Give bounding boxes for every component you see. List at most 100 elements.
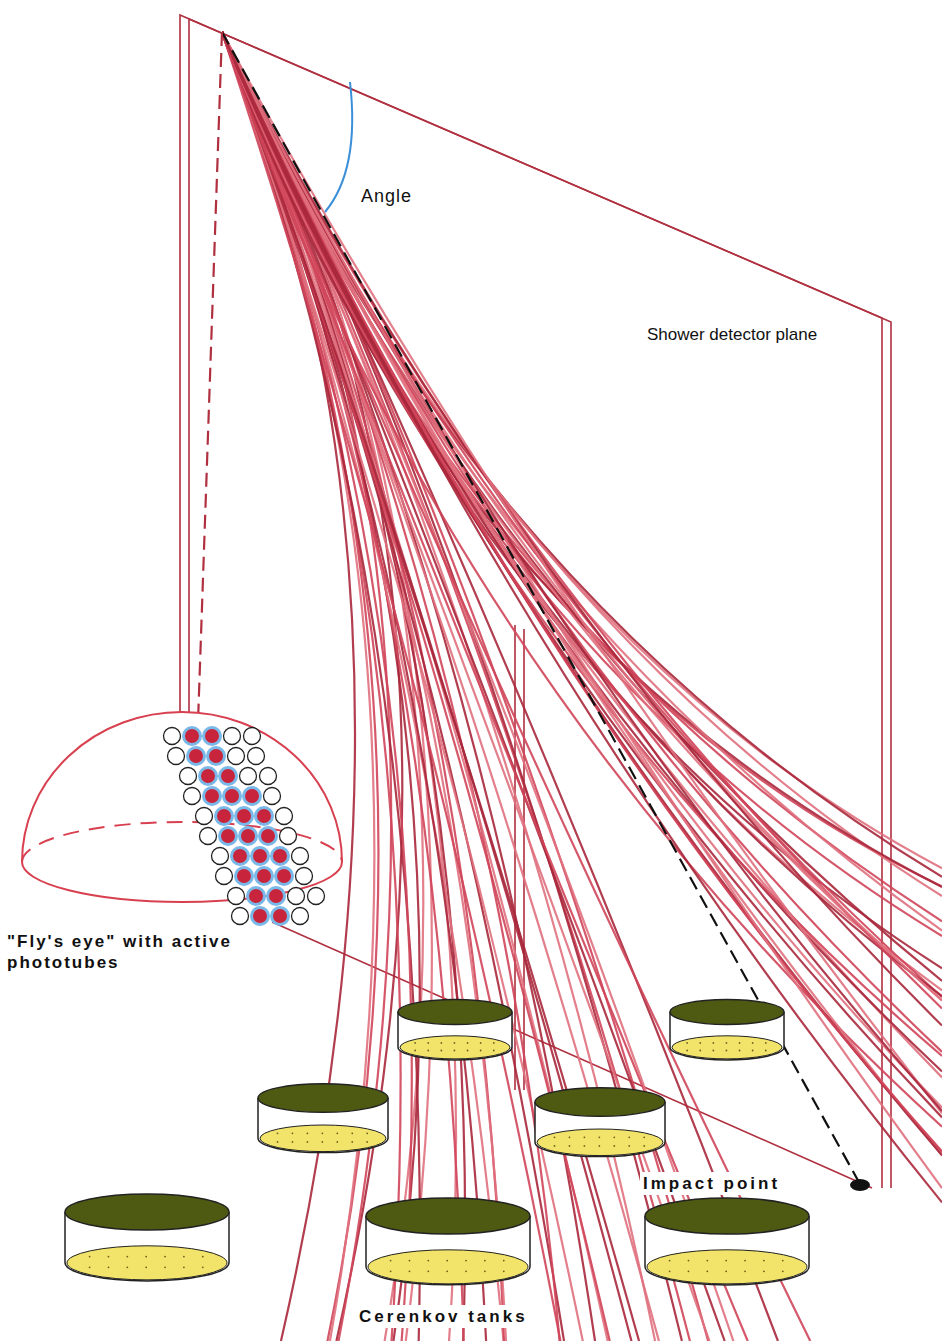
tank-water bbox=[260, 1125, 386, 1152]
particle-track bbox=[222, 32, 942, 1151]
tank-dot bbox=[414, 1042, 416, 1044]
tank-dot bbox=[569, 1145, 571, 1147]
active-phototube bbox=[252, 908, 269, 925]
angle-label: Angle bbox=[358, 184, 415, 209]
phototube bbox=[184, 788, 201, 805]
shower-axis bbox=[222, 32, 860, 1184]
phototube bbox=[292, 908, 309, 925]
tank-dot bbox=[699, 1042, 701, 1044]
tank-dot bbox=[712, 1042, 714, 1044]
phototube bbox=[168, 748, 185, 765]
tank-water bbox=[368, 1250, 528, 1284]
particle-track bbox=[222, 32, 942, 1077]
active-phototube bbox=[244, 788, 261, 805]
tank-dot bbox=[643, 1145, 645, 1147]
particle-track bbox=[222, 32, 942, 1127]
tank-dot bbox=[108, 1256, 110, 1258]
active-phototube bbox=[184, 728, 201, 745]
flys-eye-label: "Fly's eye" with active phototubes bbox=[4, 930, 260, 975]
tank-dot bbox=[726, 1042, 728, 1044]
tank-water bbox=[672, 1036, 782, 1059]
particle-track bbox=[222, 32, 942, 931]
active-phototube bbox=[272, 848, 289, 865]
particle-track bbox=[222, 32, 942, 877]
tank-dot bbox=[307, 1132, 309, 1134]
particle-tracks bbox=[222, 32, 942, 1341]
tank-dot bbox=[336, 1132, 338, 1134]
particle-track bbox=[222, 32, 942, 1202]
tank-lid bbox=[398, 999, 512, 1024]
tank-dot bbox=[145, 1256, 147, 1258]
tank-dot bbox=[752, 1042, 754, 1044]
tank-lid bbox=[65, 1194, 229, 1230]
phototube bbox=[292, 848, 309, 865]
active-phototube bbox=[188, 748, 205, 765]
tank-dot bbox=[503, 1270, 505, 1272]
phototube bbox=[240, 768, 257, 785]
active-phototube bbox=[268, 888, 285, 905]
particle-track bbox=[222, 32, 942, 1117]
cerenkov-tank bbox=[398, 999, 512, 1059]
tank-dot bbox=[725, 1270, 727, 1272]
phototube bbox=[224, 728, 241, 745]
tank-dot bbox=[440, 1042, 442, 1044]
tank-dot bbox=[493, 1050, 495, 1052]
phototube bbox=[308, 888, 325, 905]
particle-track bbox=[222, 32, 942, 1108]
tank-lid bbox=[670, 999, 784, 1024]
tank-dot bbox=[446, 1260, 448, 1262]
active-phototube bbox=[260, 828, 277, 845]
active-phototube bbox=[256, 808, 273, 825]
tank-dot bbox=[669, 1260, 671, 1262]
plane-label: Shower detector plane bbox=[644, 323, 820, 346]
tank-dot bbox=[409, 1270, 411, 1272]
particle-track bbox=[222, 32, 942, 1152]
tank-dot bbox=[277, 1132, 279, 1134]
tank-dot bbox=[484, 1260, 486, 1262]
tanks-label: Cerenkov tanks bbox=[356, 1305, 531, 1328]
tank-dot bbox=[688, 1270, 690, 1272]
tank-dot bbox=[744, 1260, 746, 1262]
particle-track bbox=[222, 32, 942, 896]
tank-dot bbox=[739, 1042, 741, 1044]
active-phototube bbox=[256, 868, 273, 885]
active-phototube bbox=[272, 908, 289, 925]
active-phototube bbox=[208, 748, 225, 765]
particle-track bbox=[222, 32, 942, 887]
tank-dot bbox=[454, 1050, 456, 1052]
particle-track bbox=[222, 32, 942, 936]
tank-dot bbox=[183, 1256, 185, 1258]
particle-track bbox=[222, 32, 560, 1341]
tank-dot bbox=[554, 1145, 556, 1147]
phototube bbox=[200, 828, 217, 845]
tank-dot bbox=[467, 1042, 469, 1044]
tank-dot bbox=[480, 1042, 482, 1044]
tank-dot bbox=[414, 1050, 416, 1052]
tank-dot bbox=[569, 1136, 571, 1138]
tank-dot bbox=[493, 1042, 495, 1044]
tank-dot bbox=[643, 1136, 645, 1138]
active-phototube bbox=[220, 828, 237, 845]
particle-track bbox=[222, 32, 942, 1155]
tank-dot bbox=[765, 1042, 767, 1044]
tank-dot bbox=[89, 1256, 91, 1258]
tank-dot bbox=[598, 1136, 600, 1138]
tank-dot bbox=[765, 1050, 767, 1052]
tank-dot bbox=[409, 1260, 411, 1262]
tank-lid bbox=[366, 1198, 530, 1234]
tank-water bbox=[67, 1246, 227, 1280]
phototube bbox=[264, 788, 281, 805]
tank-dot bbox=[598, 1145, 600, 1147]
active-phototube bbox=[200, 768, 217, 785]
tank-dot bbox=[706, 1260, 708, 1262]
tank-dot bbox=[686, 1042, 688, 1044]
active-phototube bbox=[236, 868, 253, 885]
tank-dot bbox=[390, 1260, 392, 1262]
tank-dot bbox=[126, 1256, 128, 1258]
tank-dot bbox=[688, 1260, 690, 1262]
active-phototube bbox=[204, 728, 221, 745]
tank-lid bbox=[258, 1084, 388, 1113]
phototube bbox=[232, 908, 249, 925]
tank-dot bbox=[164, 1266, 166, 1268]
tank-dot bbox=[292, 1132, 294, 1134]
